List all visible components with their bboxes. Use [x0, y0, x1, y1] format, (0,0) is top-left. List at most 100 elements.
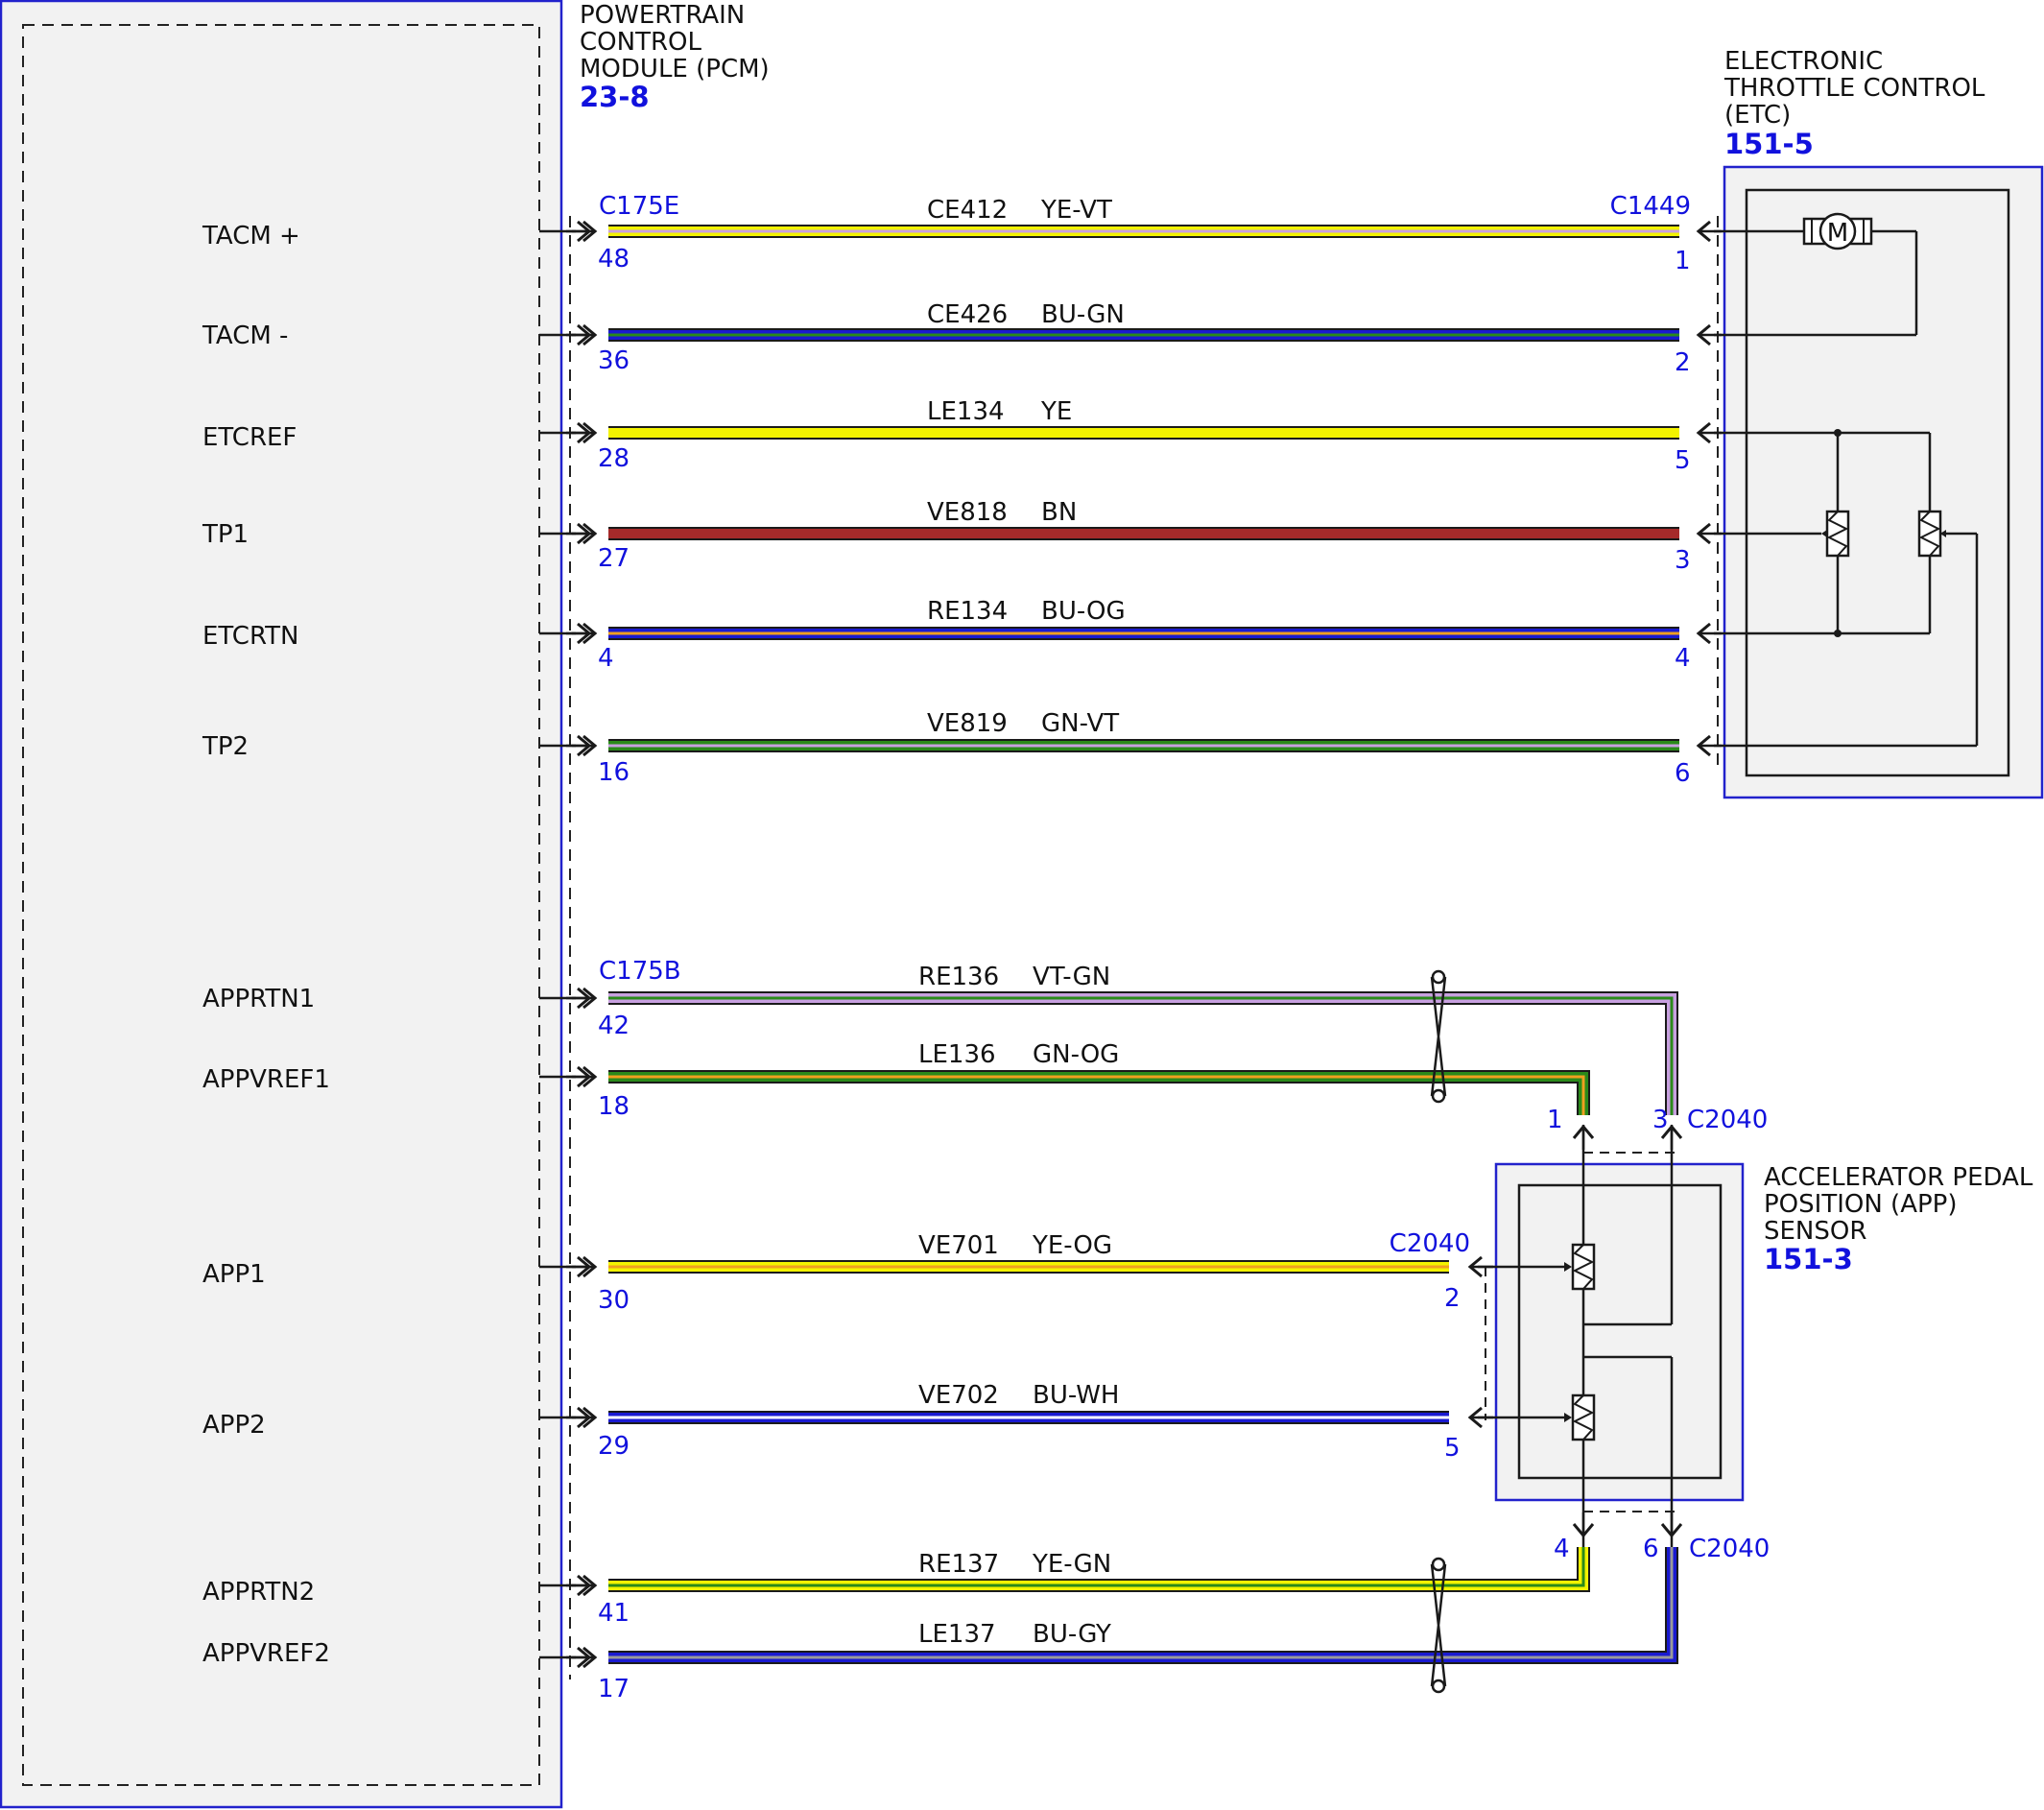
pcm-connector-pins — [539, 220, 1722, 1669]
signal-label: APP2 — [202, 1411, 266, 1440]
wiper-arrow-icon — [1564, 1262, 1572, 1272]
wire-stripe-color — [608, 1547, 1585, 1587]
potentiometer-icon — [1825, 510, 1850, 558]
wire-color-code: BU-GN — [1041, 300, 1125, 329]
device-connector-arrow-icon — [1467, 1255, 1493, 1278]
connector-c2040-bottom-label[interactable]: C2040 — [1689, 1535, 1770, 1563]
app-pin-number: 5 — [1444, 1434, 1461, 1463]
signal-label: APP1 — [202, 1260, 266, 1289]
wiper-arrow-icon — [1821, 530, 1827, 537]
etc-pin-number: 2 — [1675, 348, 1691, 377]
signal-label: TP2 — [202, 732, 249, 761]
signal-label: ETCRTN — [202, 622, 298, 651]
app-pin-number: 2 — [1444, 1284, 1461, 1313]
device-connector-arrow-icon — [1572, 1512, 1595, 1538]
pcm-connector-arrow-icon — [572, 421, 598, 444]
wire-re136[interactable] — [608, 991, 1678, 1115]
signal-label: TP1 — [202, 520, 249, 549]
connector-c175e-label[interactable]: C175E — [599, 192, 679, 221]
app-reference-link[interactable]: 151-3 — [1764, 1243, 1853, 1275]
circuit-number: RE136 — [918, 963, 999, 991]
circuit-number: VE818 — [927, 498, 1008, 527]
pcm-pin-number: 42 — [598, 1012, 630, 1040]
signal-label: TACM - — [202, 322, 288, 350]
circuit-number: VE702 — [918, 1381, 999, 1410]
wiper-arrow-icon — [1564, 1413, 1572, 1422]
pcm-pin-number: 48 — [598, 245, 630, 274]
wire-color-code: BU-WH — [1033, 1381, 1119, 1410]
app-module-outline — [1494, 1162, 1745, 1502]
pcm-title-line3: MODULE (PCM) — [580, 55, 770, 83]
wire-color-code: GN-OG — [1033, 1040, 1119, 1069]
circuit-labels: CE412 YE-VT CE426 BU-GN LE134 YE VE818 B… — [918, 196, 1126, 1649]
svg-text:M: M — [1827, 219, 1848, 248]
wire-le136[interactable] — [608, 1070, 1590, 1115]
pcm-title-line1: POWERTRAIN — [580, 1, 745, 30]
pcm-pin-number: 17 — [598, 1675, 630, 1703]
app-title-line1: ACCELERATOR PEDAL — [1764, 1163, 2033, 1192]
wire-re137[interactable] — [608, 1547, 1590, 1592]
circuit-number: LE137 — [918, 1620, 996, 1649]
etc-module-outline — [1723, 165, 2044, 799]
app-internal-boundary — [1517, 1183, 1723, 1480]
pcm-internal-boundary — [22, 24, 540, 1786]
pcm-pin-number: 27 — [598, 544, 630, 573]
device-connector-arrow-icon — [1696, 421, 1722, 444]
etc-title-line1: ELECTRONIC — [1724, 47, 1883, 76]
etc-pin-number: 3 — [1675, 546, 1691, 575]
connector-c1449-label[interactable]: C1449 — [1610, 192, 1691, 221]
connector-c175b-label[interactable]: C175B — [599, 957, 681, 986]
pcm-connector-arrow-icon — [572, 1406, 598, 1429]
wire-color-code: YE-VT — [1040, 196, 1112, 225]
twisted-pair-icon — [1430, 1557, 1447, 1694]
etc-module: ELECTRONIC THROTTLE CONTROL (ETC) 151-5 — [1714, 47, 2044, 799]
etc-junction-dot — [1834, 429, 1842, 437]
wire-color-code: VT-GN — [1033, 963, 1110, 991]
pcm-pin-number: 28 — [598, 444, 630, 473]
signal-label: APPVREF1 — [202, 1065, 330, 1094]
circuit-number: RE134 — [927, 597, 1008, 626]
device-connector-arrow-icon — [1696, 622, 1722, 645]
pcm-connector-arrow-icon — [572, 220, 598, 243]
connector-c2040-mid-label[interactable]: C2040 — [1390, 1229, 1470, 1258]
signal-label: APPRTN2 — [202, 1578, 315, 1607]
etc-pin-number: 6 — [1675, 759, 1691, 788]
wire-color-code: GN-VT — [1041, 709, 1119, 738]
signal-label: APPRTN1 — [202, 985, 315, 1013]
pcm-pin-number: 36 — [598, 346, 630, 375]
wire-color-code: BN — [1041, 498, 1077, 527]
signal-label: APPVREF2 — [202, 1639, 330, 1668]
pcm-pin-number: 18 — [598, 1092, 630, 1121]
pcm-pin-number: 41 — [598, 1599, 630, 1628]
wire-le137[interactable] — [608, 1547, 1678, 1664]
signal-label: ETCREF — [202, 423, 297, 452]
pcm-connector-arrow-icon — [572, 323, 598, 346]
device-connector-arrow-icon — [1696, 323, 1722, 346]
circuit-number: RE137 — [918, 1550, 999, 1579]
connector-c2040-top-label[interactable]: C2040 — [1687, 1106, 1768, 1134]
app-pin-number: 4 — [1554, 1535, 1570, 1563]
etc-pin-number: 1 — [1675, 247, 1691, 275]
app-title-line2: POSITION (APP) — [1764, 1190, 1957, 1219]
circuit-number: CE426 — [927, 300, 1008, 329]
wiper-arrow-icon — [1940, 530, 1946, 537]
etc-pin-number: 5 — [1675, 446, 1691, 475]
pcm-connector-arrow-icon — [572, 522, 598, 545]
signal-label: TACM + — [202, 222, 300, 250]
potentiometer-icon — [1571, 1393, 1596, 1441]
pcm-connector-arrow-icon — [572, 1065, 598, 1088]
motor-icon: M — [1802, 212, 1873, 250]
etc-reference-link[interactable]: 151-5 — [1724, 128, 1814, 160]
pcm-title-line2: CONTROL — [580, 28, 701, 57]
wire-outline — [608, 991, 1678, 1115]
wire-color-code: YE-OG — [1032, 1231, 1112, 1260]
pcm-connector-arrow-icon — [572, 987, 598, 1010]
circuit-number: LE134 — [927, 397, 1005, 426]
app-sensor-module: ACCELERATOR PEDAL POSITION (APP) SENSOR … — [1478, 1125, 2033, 1555]
device-connector-arrow-icon — [1467, 1406, 1493, 1429]
pcm-connector-arrow-icon — [572, 1255, 598, 1278]
pcm-reference-link[interactable]: 23-8 — [580, 81, 650, 113]
app-title-line3: SENSOR — [1764, 1217, 1866, 1246]
device-connector-arrow-icon — [1660, 1512, 1683, 1538]
wire-stripe-color — [608, 996, 1674, 1115]
